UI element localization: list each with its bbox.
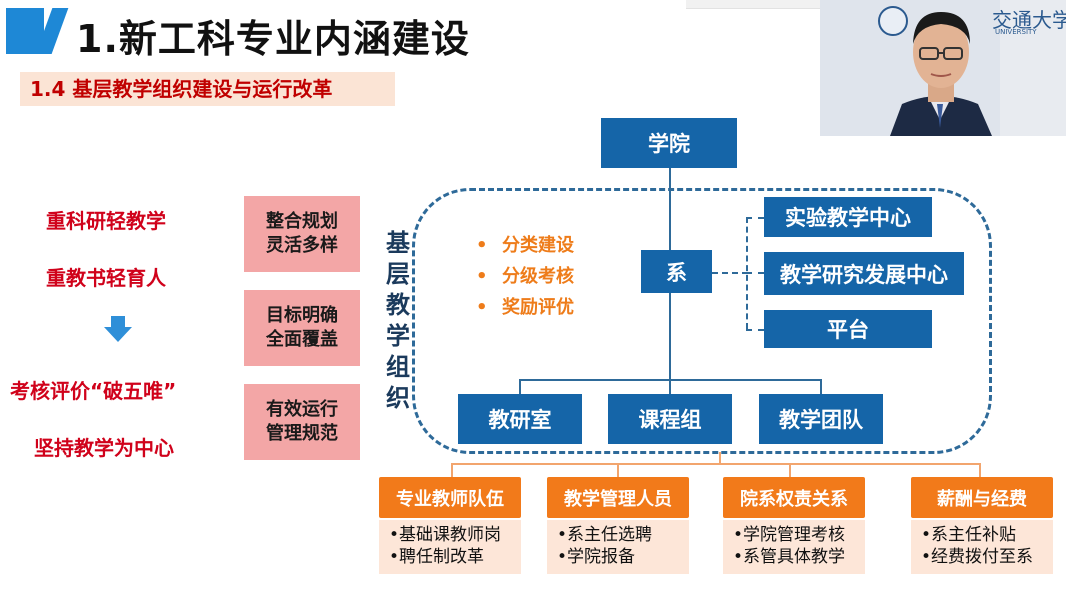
org-box-platform: 平台 <box>764 310 932 348</box>
org-box-lab-center: 实验教学中心 <box>764 197 932 237</box>
presenter-video-icon <box>820 0 1066 136</box>
support-title-admin: 教学管理人员 <box>547 477 689 518</box>
org-dashed-frame <box>412 188 992 454</box>
university-logo-subtext: UNIVERSITY <box>995 28 1037 36</box>
mechanism-list: • 分类建设 • 分级考核 • 奖励评优 <box>476 230 574 323</box>
connector-college-dept <box>669 168 671 250</box>
problem-2: 重教书轻育人 <box>46 266 166 290</box>
solution-1: 考核评价“破五唯” <box>10 379 177 403</box>
connector-right-mid-dashed <box>746 272 764 274</box>
vertical-label-char: 组 <box>386 353 410 381</box>
bullet-dot-icon: • <box>476 266 488 287</box>
org-box-college: 学院 <box>601 118 737 168</box>
connector-support-1 <box>451 463 453 477</box>
bullet-dot-icon: • <box>476 235 488 256</box>
principle-box-3-line-2: 管理规范 <box>266 423 338 444</box>
org-box-teaching-office: 教研室 <box>458 394 582 444</box>
support-detail: •学院报备 <box>557 547 636 567</box>
support-details-faculty: •基础课教师岗 •聘任制改革 <box>379 520 521 574</box>
support-detail: •系管具体教学 <box>733 547 846 567</box>
principle-box-1: 整合规划 灵活多样 <box>244 196 360 272</box>
connector-support-horizontal <box>451 463 981 465</box>
connector-bottom-mid <box>669 379 671 394</box>
support-detail: •经费拨付至系 <box>921 547 1034 567</box>
connector-right-top-dashed <box>746 217 764 219</box>
support-title-responsibility: 院系权责关系 <box>723 477 865 518</box>
connector-support-stem <box>719 452 721 464</box>
vertical-label-char: 教 <box>386 291 410 319</box>
mechanism-item: • 分类建设 <box>476 230 574 261</box>
principle-box-2: 目标明确 全面覆盖 <box>244 290 360 366</box>
support-details-responsibility: •学院管理考核 •系管具体教学 <box>723 520 865 574</box>
connector-right-bottom-dashed <box>746 329 764 331</box>
vertical-label-char: 基 <box>386 229 410 257</box>
webcam-video <box>820 0 1066 136</box>
vertical-label-char: 学 <box>386 322 410 350</box>
support-detail: •系主任补贴 <box>921 525 1017 545</box>
support-title-faculty: 专业教师队伍 <box>379 477 521 518</box>
org-box-teaching-team: 教学团队 <box>759 394 883 444</box>
principle-box-3-line-1: 有效运行 <box>266 399 338 420</box>
mechanism-item: • 分级考核 <box>476 261 574 292</box>
support-detail: •系主任选聘 <box>557 525 653 545</box>
org-box-research-center: 教学研究发展中心 <box>764 252 964 295</box>
support-detail: •聘任制改革 <box>389 547 485 567</box>
mechanism-item-label: 分类建设 <box>502 235 574 256</box>
principle-box-2-line-1: 目标明确 <box>266 305 338 326</box>
down-arrow-icon <box>104 316 132 342</box>
bullet-dot-icon: • <box>476 297 488 318</box>
connector-bottom-right <box>820 379 822 394</box>
university-logo-text: 交通大学 <box>992 8 1066 32</box>
page-title: 1.新工科专业内涵建设 <box>76 17 470 61</box>
connector-dept-bottom <box>669 292 671 380</box>
mechanism-item-label: 奖励评优 <box>502 297 574 318</box>
solution-2: 坚持教学为中心 <box>34 436 174 460</box>
connector-bottom-left <box>519 379 521 394</box>
support-details-admin: •系主任选聘 •学院报备 <box>547 520 689 574</box>
org-box-department: 系 <box>641 250 712 293</box>
support-detail: •学院管理考核 <box>733 525 846 545</box>
vertical-label-char: 层 <box>386 260 410 288</box>
vertical-label-grassroots-org: 基 层 教 学 组 织 <box>383 228 413 414</box>
connector-support-4 <box>979 463 981 477</box>
connector-dept-right-dashed <box>712 272 748 274</box>
support-title-funding: 薪酬与经费 <box>911 477 1053 518</box>
mechanism-item-label: 分级考核 <box>502 266 574 287</box>
university-seal-icon <box>878 6 908 36</box>
support-detail: •基础课教师岗 <box>389 525 502 545</box>
problem-1: 重科研轻教学 <box>46 209 166 233</box>
principle-box-3: 有效运行 管理规范 <box>244 384 360 460</box>
org-box-course-group: 课程组 <box>608 394 732 444</box>
principle-box-2-line-2: 全面覆盖 <box>266 329 338 350</box>
principle-box-1-line-1: 整合规划 <box>266 211 338 232</box>
connector-support-3 <box>789 463 791 477</box>
share-toolbar <box>686 0 820 9</box>
principle-box-1-line-2: 灵活多样 <box>266 235 338 256</box>
connector-support-2 <box>617 463 619 477</box>
vertical-label-char: 织 <box>386 384 410 412</box>
support-details-funding: •系主任补贴 •经费拨付至系 <box>911 520 1053 574</box>
mechanism-item: • 奖励评优 <box>476 292 574 323</box>
section-subtitle: 1.4 基层教学组织建设与运行改革 <box>20 72 395 106</box>
